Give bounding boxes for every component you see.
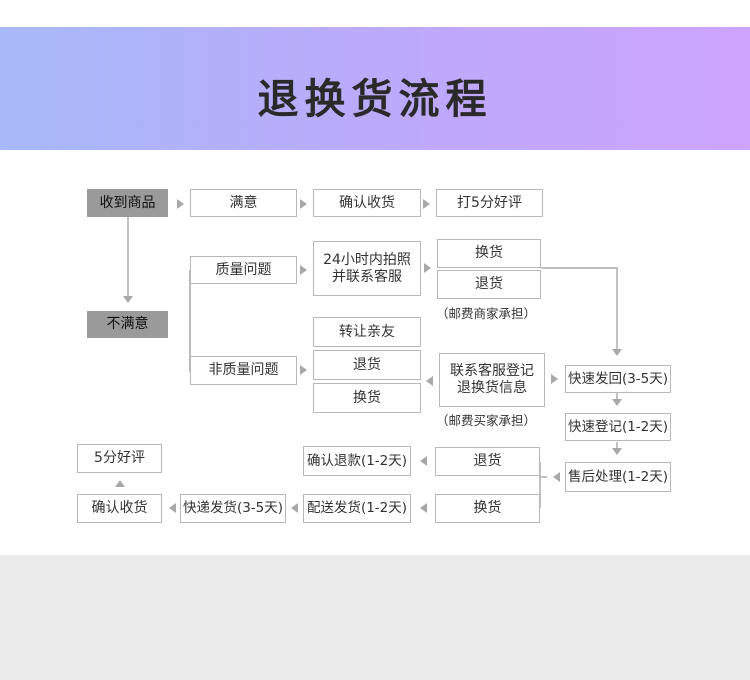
node-satisfied: 满意	[190, 189, 297, 217]
title-banner	[0, 27, 750, 150]
page-title: 退换货流程	[257, 75, 493, 123]
note-seller-shipping: （邮费商家承担）	[436, 306, 537, 321]
node-transfer: 转让亲友	[313, 317, 421, 347]
node-non-quality-issue: 非质量问题	[190, 356, 297, 385]
node-after-sales: 售后处理(1-2天)	[565, 462, 671, 492]
footer-band	[0, 555, 750, 680]
node-exchange-non-quality: 换货	[313, 383, 421, 413]
node-confirm-refund: 确认退款(1-2天)	[303, 446, 411, 476]
node-quality-issue: 质量问题	[190, 256, 297, 284]
photo-line2: 并联系客服	[331, 268, 402, 285]
note-buyer-shipping: （邮费买家承担）	[436, 413, 537, 428]
register-line1: 联系客服登记	[450, 363, 534, 379]
node-confirm-receipt-top: 确认收货	[313, 189, 421, 217]
node-photo-contact: 24小时内拍照并联系客服	[313, 241, 421, 296]
node-express-back: 快速发回(3-5天)	[565, 365, 671, 393]
node-express-ship: 快递发货(3-5天)	[180, 494, 286, 523]
register-line2: 退换货信息	[457, 380, 527, 396]
node-quick-register: 快速登记(1-2天)	[565, 413, 671, 441]
node-exchange-quality: 换货	[437, 239, 541, 268]
node-register-info: 联系客服登记退换货信息	[439, 353, 545, 407]
photo-line1: 24小时内拍照	[323, 251, 411, 268]
node-return-non-quality: 退货	[313, 350, 421, 380]
node-five-star-top: 打5分好评	[436, 189, 543, 217]
node-confirm-receipt-bottom: 确认收货	[77, 494, 162, 523]
node-return-bottom: 退货	[435, 447, 540, 476]
node-delivery: 配送发货(1-2天)	[303, 494, 411, 523]
node-five-star-bottom: 5分好评	[77, 444, 162, 473]
node-received: 收到商品	[87, 189, 168, 217]
node-unsatisfied: 不满意	[87, 311, 168, 338]
node-exchange-bottom: 换货	[435, 494, 540, 523]
node-return-quality: 退货	[437, 270, 541, 299]
